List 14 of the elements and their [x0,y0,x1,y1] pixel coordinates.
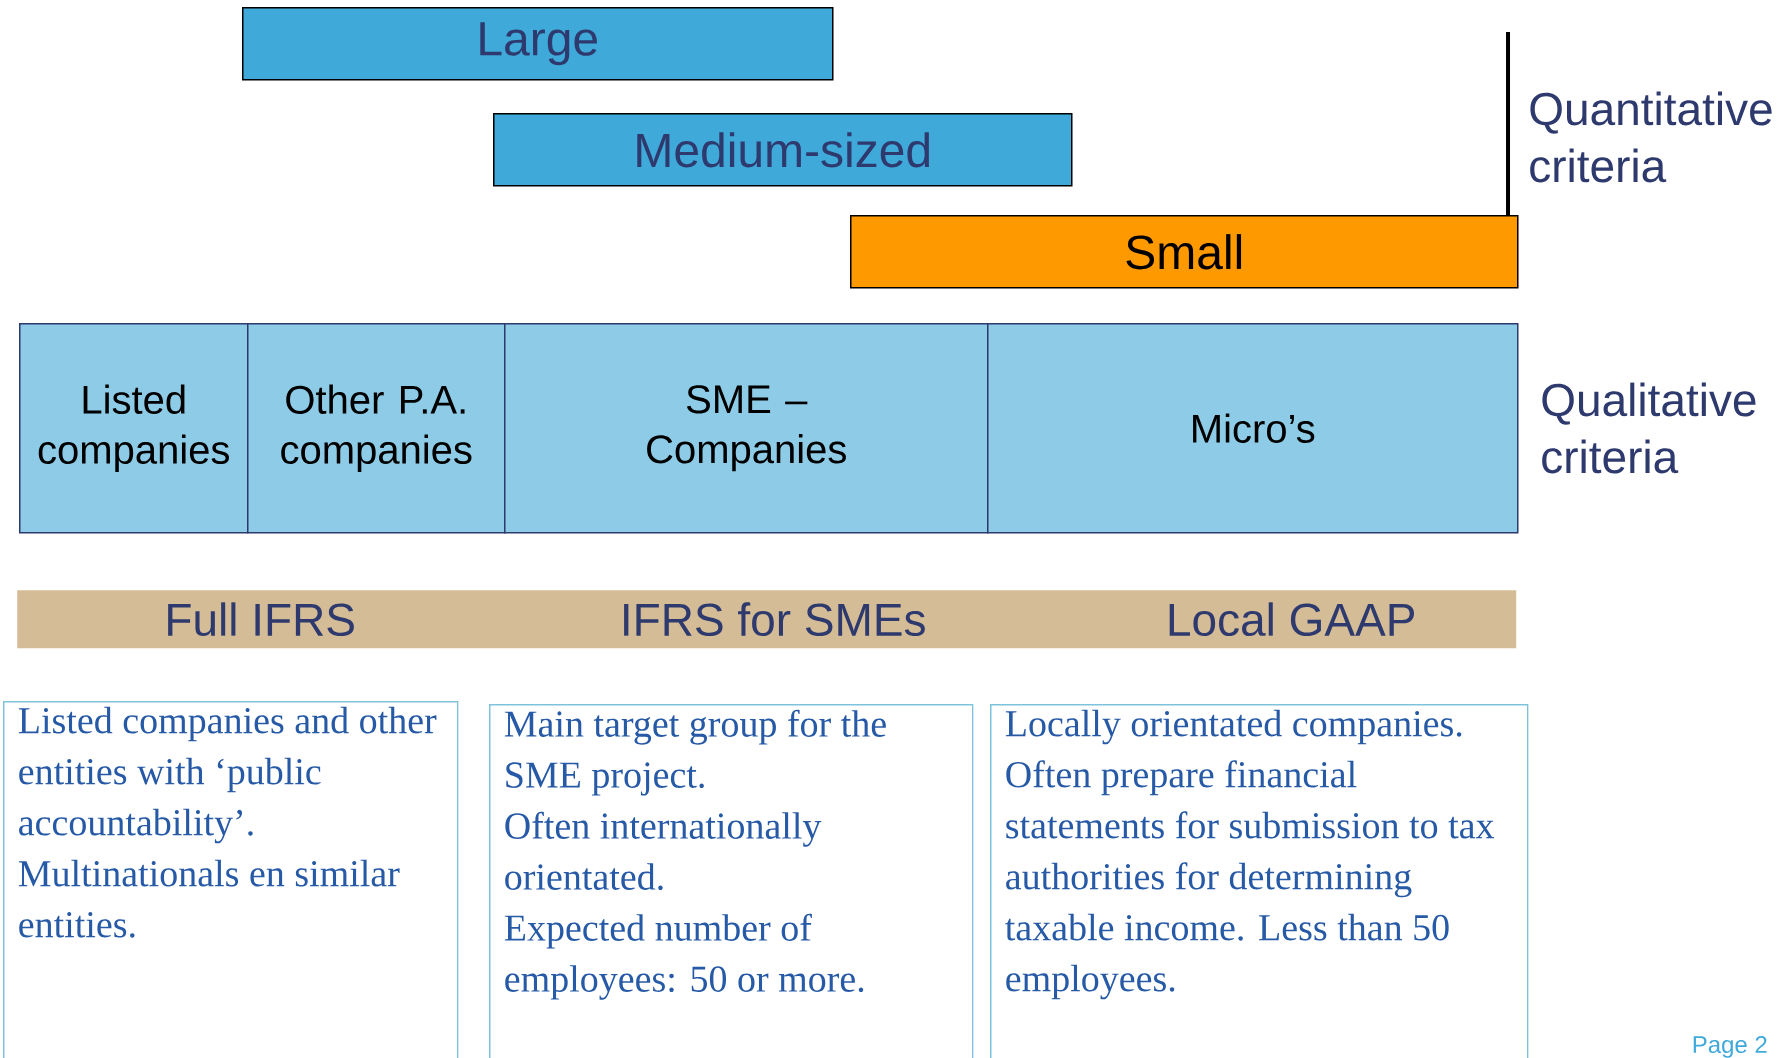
category-box: Listed companies [19,323,249,534]
standard-band: Full IFRS IFRS for SMEs Local GAAP [17,590,1517,649]
description-box: Listed companies and other entities with ‘public accountability’. Multinationals en similar entities. [3,701,459,1058]
page-number: Page 2 [1693,1036,1767,1058]
size-bar: Medium-sized [493,113,1073,187]
criteria-label: Qualitative criteria [1542,382,1756,474]
category-box: SME – Companies [504,323,989,534]
description-box: Locally orientated companies. Often prepare financial statements for submission to tax authorities for determining taxable income. Less than 50 employees. [990,704,1529,1058]
size-bar: Small [850,215,1519,289]
category-box: Micro’s [987,323,1519,534]
description-box: Main target group for the SME project. Often internationally orientated. Expected number of employees: 50 or more. [489,704,974,1058]
size-bar: Large [242,7,834,81]
criteria-label: Quantitative criteria [1530,91,1772,183]
category-box: Other P.A. companies [247,323,506,534]
